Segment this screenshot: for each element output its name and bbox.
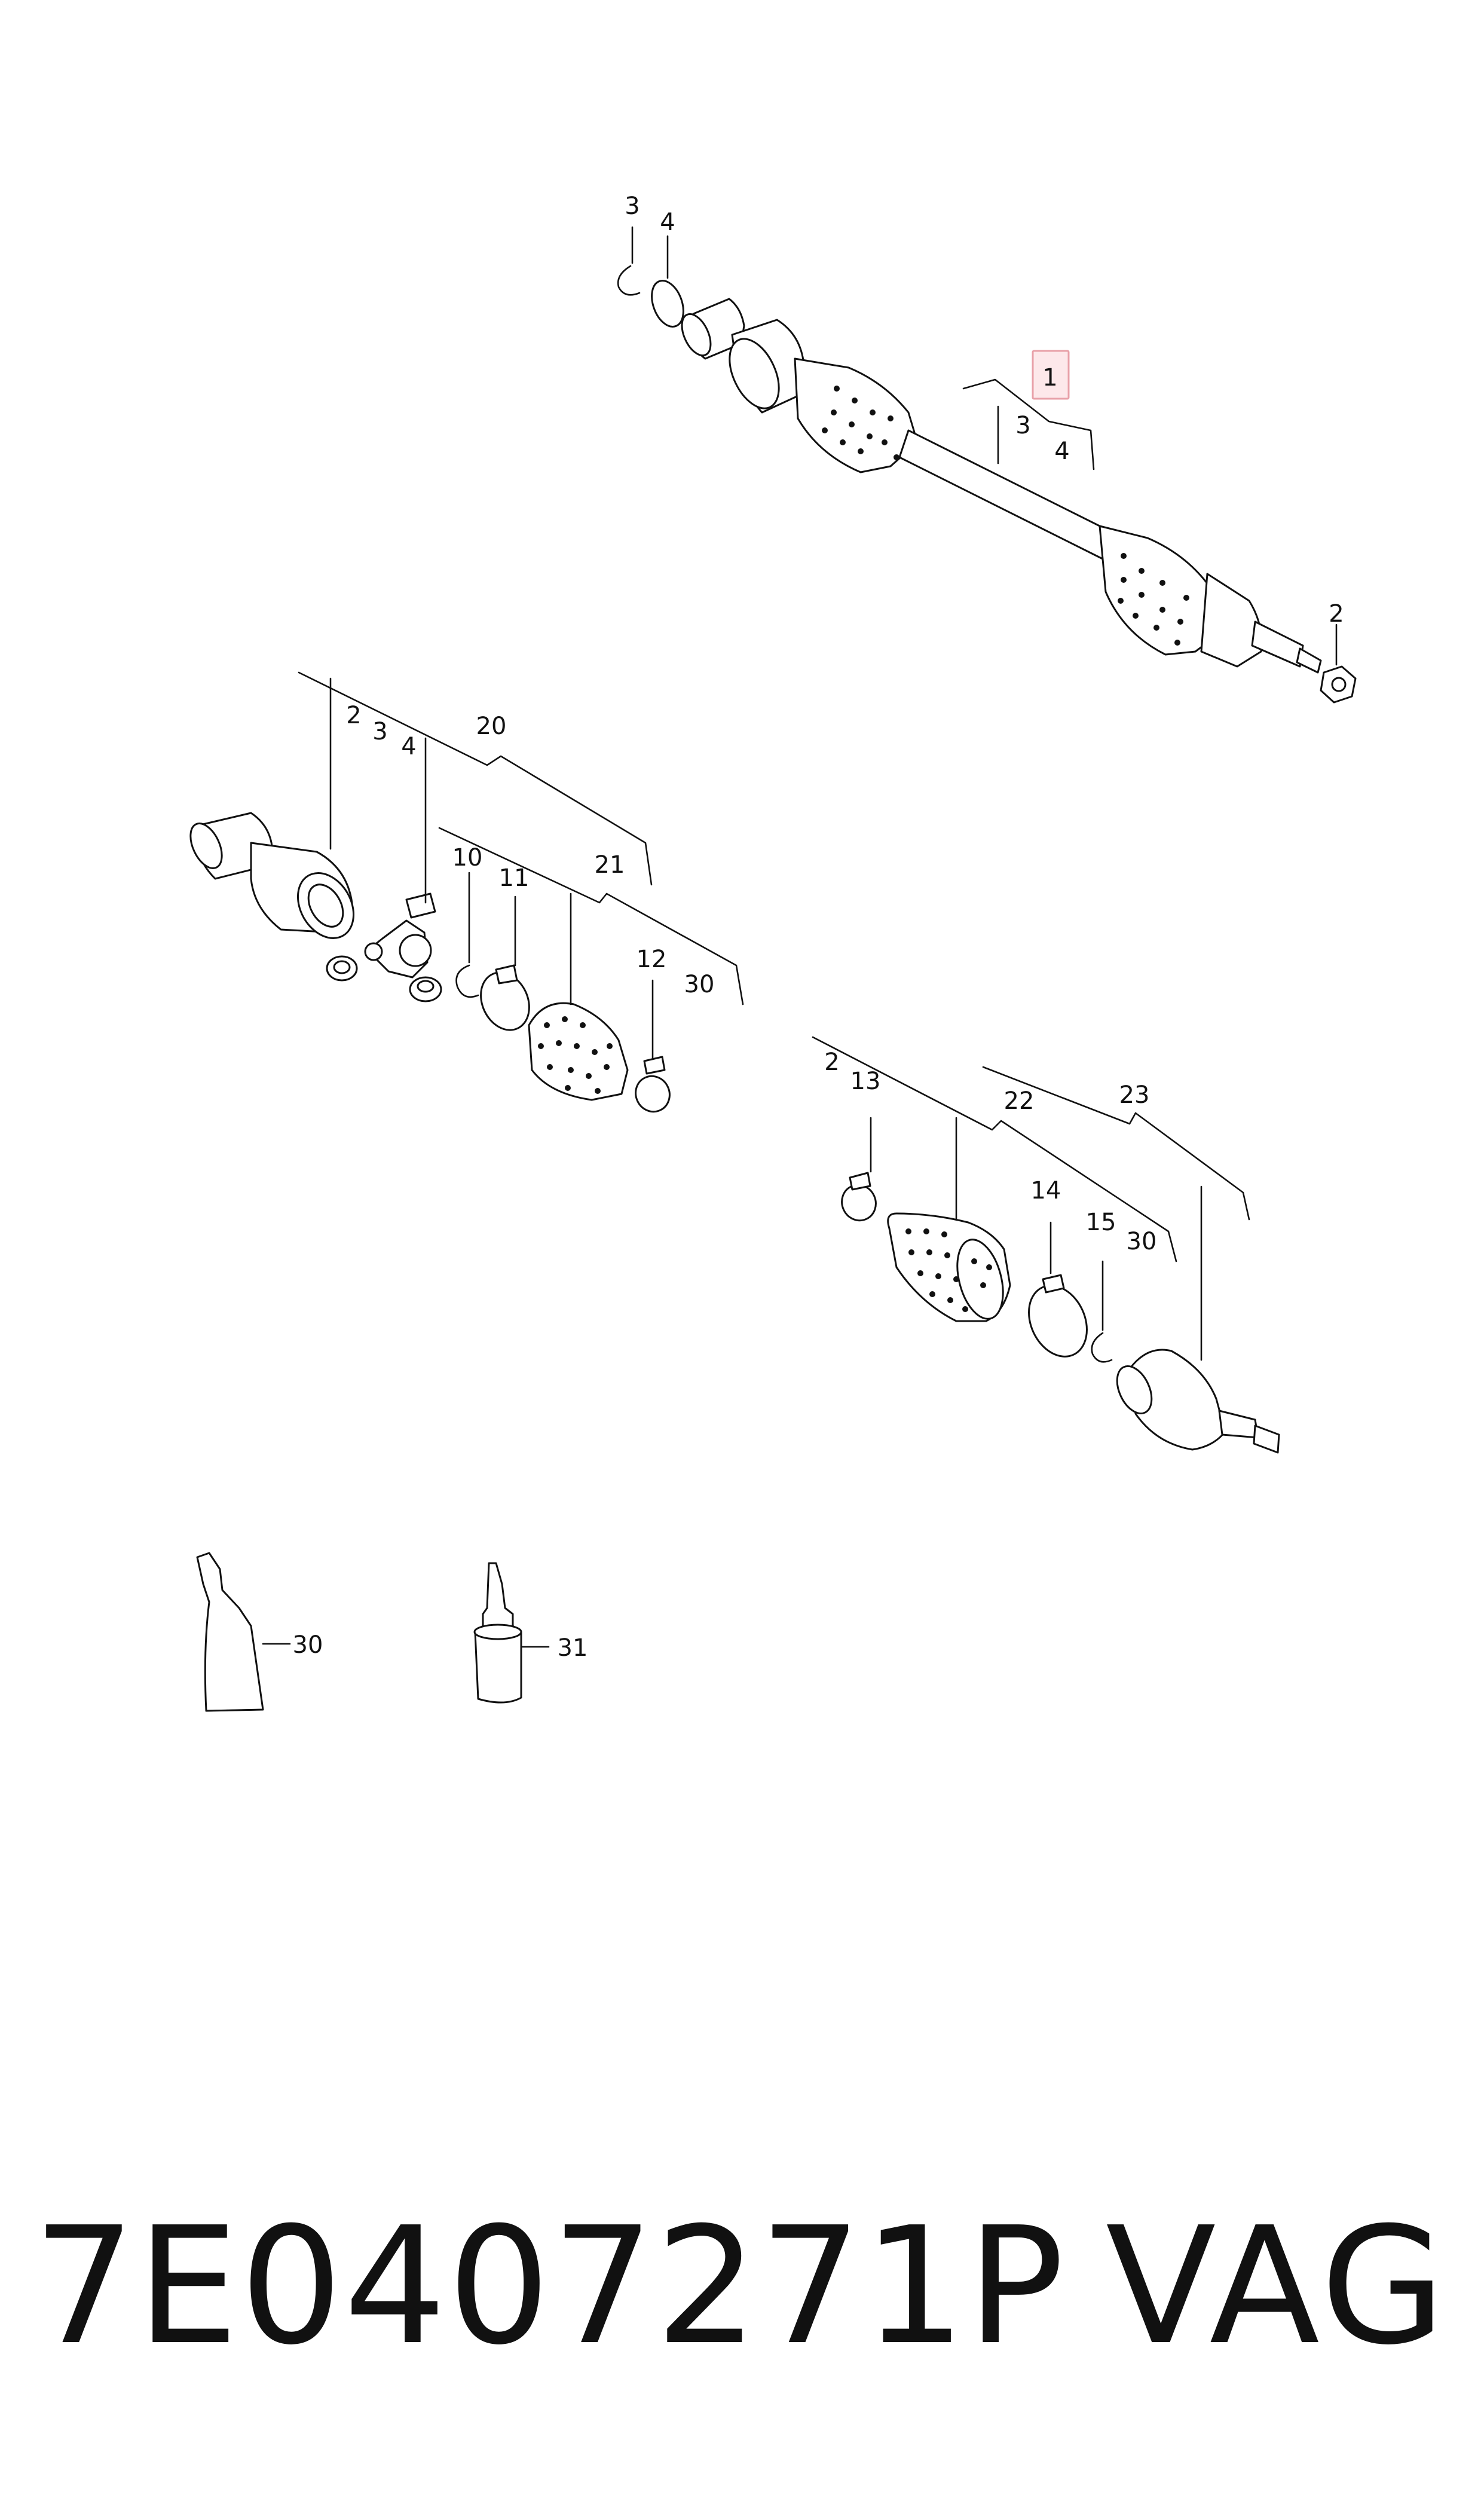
callout-14: 14 xyxy=(1031,1177,1061,1205)
callout-22: 22 xyxy=(1004,1087,1035,1115)
callout-1: 1 xyxy=(1042,364,1057,392)
callout-12: 12 xyxy=(637,946,667,973)
callout-11: 11 xyxy=(499,864,530,892)
top-leaders xyxy=(631,226,1338,666)
callout-30-right: 30 xyxy=(1127,1228,1157,1255)
callout-4-top: 4 xyxy=(660,209,675,236)
outer-joint-parts xyxy=(841,1172,1280,1454)
callout-31: 31 xyxy=(558,1634,588,1662)
callout-4-left: 4 xyxy=(401,733,416,760)
highlight-callout-box xyxy=(1032,350,1070,400)
circlip-icon xyxy=(617,265,641,296)
sealant-bottle-icon xyxy=(473,1562,550,1704)
grease-tube-icon xyxy=(196,1552,291,1712)
callout-13: 13 xyxy=(850,1068,881,1095)
brand-name: VAG xyxy=(1106,2192,1449,2380)
callout-10: 10 xyxy=(452,844,483,872)
callout-23: 23 xyxy=(1119,1081,1150,1109)
callout-3-left: 3 xyxy=(372,718,387,745)
callout-20: 20 xyxy=(476,713,507,740)
o-ring-icon xyxy=(651,280,684,328)
callout-21: 21 xyxy=(595,851,625,879)
callout-3-assembly: 3 xyxy=(1015,412,1030,439)
drive-shaft-assembly xyxy=(617,265,1357,704)
callout-2-right: 2 xyxy=(824,1048,839,1076)
inner-boot-dots xyxy=(822,386,899,460)
callout-labels: 1 3 4 3 4 2 2 3 4 20 10 11 21 12 30 2 13… xyxy=(293,192,1344,1662)
outer-boot-dots xyxy=(1118,553,1189,646)
callout-2-nut: 2 xyxy=(1329,600,1344,628)
right-leaders xyxy=(812,1036,1250,1361)
inner-joint-parts xyxy=(189,812,671,1113)
part-number: 7E0407271P xyxy=(33,2192,1066,2380)
callout-30-tube: 30 xyxy=(293,1631,323,1659)
callout-4-assembly: 4 xyxy=(1054,438,1069,465)
callout-30-left: 30 xyxy=(684,971,715,998)
callout-2-left: 2 xyxy=(346,702,361,729)
callout-3-top: 3 xyxy=(625,192,640,220)
callout-15: 15 xyxy=(1086,1209,1116,1236)
left-leaders xyxy=(298,671,744,1059)
